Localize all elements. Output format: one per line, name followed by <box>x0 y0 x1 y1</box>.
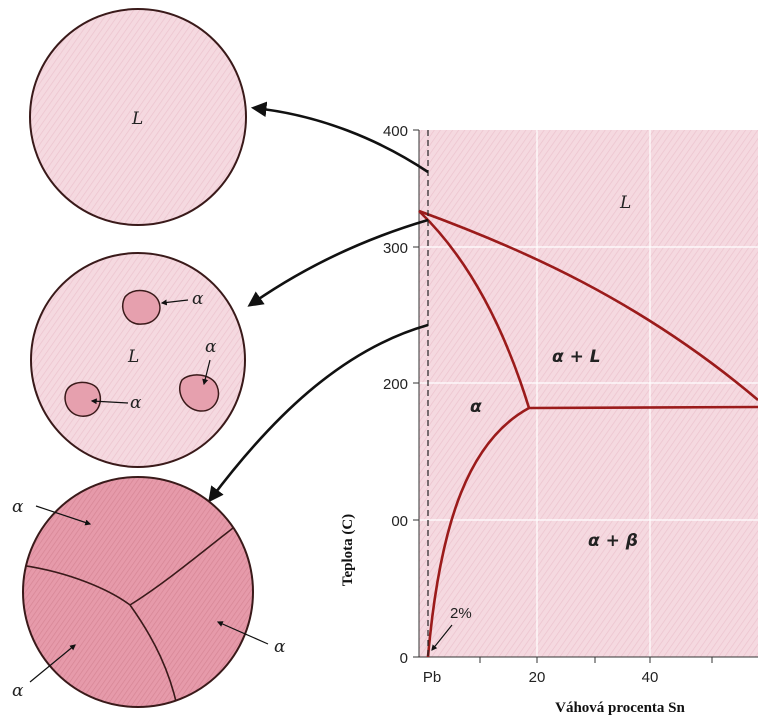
microstructure-partial: L α α α <box>31 253 245 467</box>
x-tick-label: Pb <box>423 669 441 686</box>
alpha-label: α <box>192 289 204 309</box>
microstructure-solid: α α α <box>12 477 286 710</box>
alpha-grain <box>123 291 160 325</box>
alpha-label: α <box>12 497 24 517</box>
alpha-label: α <box>12 681 24 701</box>
x-tick-label: 40 <box>642 669 659 686</box>
matrix-liquid-label: L <box>127 347 139 367</box>
liquid-label: L <box>131 109 143 129</box>
region-label-alpha: α <box>470 397 482 417</box>
connector-arrows <box>210 108 428 500</box>
arrow-to-partial <box>250 220 428 305</box>
y-axis-title: Teplota (C) <box>340 514 356 586</box>
region-label-liquid: L <box>619 193 631 213</box>
alpha-grain <box>65 382 100 416</box>
alpha-label: α <box>205 337 217 357</box>
region-label-alpha-plus-beta: α + β <box>588 531 638 551</box>
y-tick-label: 0 <box>400 650 408 667</box>
composition-note: 2% <box>450 605 472 622</box>
y-tick-label: 00 <box>391 513 408 530</box>
alpha-label: α <box>274 637 286 657</box>
y-tick-label: 300 <box>383 240 408 257</box>
y-tick-label: 400 <box>383 123 408 140</box>
x-axis-title: Váhová procenta Sn <box>555 700 685 716</box>
x-tick-label: 20 <box>529 669 546 686</box>
region-label-alpha-plus-liquid: α + L <box>552 347 601 367</box>
eutectic-line <box>529 407 758 408</box>
alpha-label: α <box>130 393 142 413</box>
y-tick-label: 200 <box>383 376 408 393</box>
arrow-to-liquid <box>254 108 428 172</box>
diagram-background <box>419 130 758 657</box>
microstructure-liquid: L <box>30 9 246 225</box>
